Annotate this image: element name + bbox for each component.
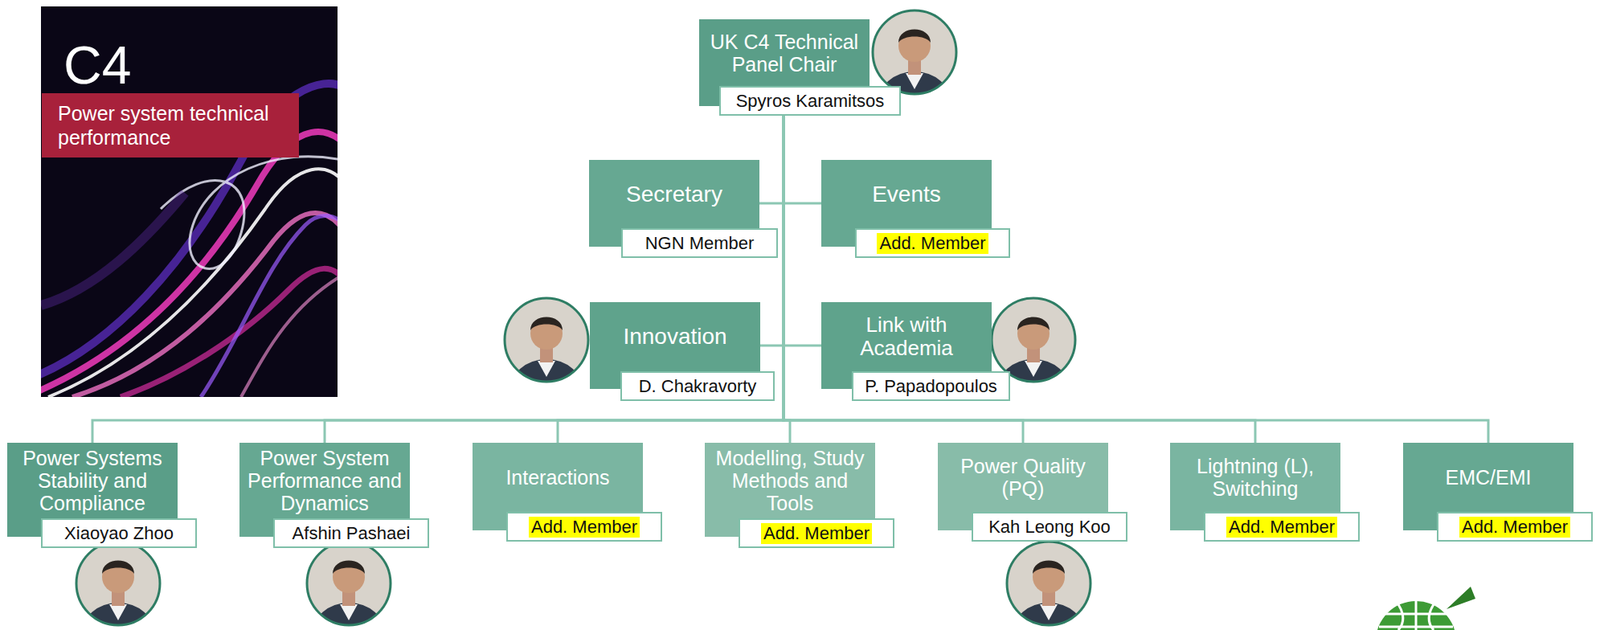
org-connector [324, 106, 784, 443]
role-title: Link with Academia [826, 313, 987, 361]
name-tag: NGN Member [621, 228, 778, 258]
name-tag: D. Chakravorty [620, 371, 775, 402]
org-connector [760, 106, 784, 346]
org-connector [783, 106, 1024, 443]
cover-title: Power system technical performance [57, 101, 291, 150]
light-streak [40, 131, 338, 394]
cover-artwork [40, 6, 338, 397]
portrait-photo [985, 291, 1082, 424]
role-title: Power System Performance and Dynamics [245, 446, 405, 515]
name-tag: Spyros Karamitsos [719, 85, 901, 116]
role-title: Innovation [595, 323, 755, 349]
name-tag: Kah Leong Koo [971, 511, 1128, 542]
member-name: Add. Member [1226, 516, 1338, 538]
portrait-photo [69, 535, 167, 630]
name-tag: Add. Member [1436, 511, 1593, 542]
member-name: Afshin Pashaei [290, 523, 414, 545]
report-cover: C4Power system technical performance [40, 6, 338, 397]
portrait-photo [498, 291, 595, 424]
name-tag: Xiaoyao Zhoo [40, 518, 197, 549]
role-title: Interactions [478, 466, 638, 489]
org-connector [557, 106, 784, 443]
member-name: D. Chakravorty [636, 376, 760, 397]
cover-heading: C4 [63, 38, 316, 92]
org-connector [759, 106, 784, 204]
member-name: Xiaoyao Zhoo [61, 523, 176, 545]
light-streak [241, 273, 338, 397]
role-title: EMC/EMI [1408, 466, 1568, 489]
org-connector [783, 106, 822, 346]
organisation-logo [1375, 586, 1476, 630]
portrait-photo [1000, 535, 1097, 630]
name-tag: Add. Member [855, 228, 1011, 258]
role-title: Power Systems Stability and Compliance [12, 446, 172, 515]
name-tag: Add. Member [738, 518, 895, 549]
role-title: Power Quality (PQ) [943, 454, 1103, 500]
member-name: Spyros Karamitsos [733, 90, 888, 112]
role-title: Events [826, 181, 987, 207]
role-title: Secretary [594, 181, 754, 207]
light-streak [40, 192, 185, 306]
role-title: Modelling, Study Methods and Tools [710, 446, 870, 515]
light-streak [120, 268, 338, 397]
member-name: Add. Member [528, 516, 640, 538]
member-name: NGN Member [642, 233, 758, 254]
role-title: Lightning (L), Switching [1175, 454, 1335, 500]
role-title: UK C4 Technical Panel Chair [704, 30, 864, 76]
name-tag: Add. Member [506, 511, 663, 542]
member-name: P. Papadopoulos [862, 376, 1000, 397]
light-streak [72, 212, 338, 397]
member-name: Kah Leong Koo [986, 516, 1114, 538]
member-name: Add. Member [876, 233, 988, 254]
cover-background [40, 6, 338, 397]
light-streak [160, 156, 338, 270]
member-name: Add. Member [1459, 516, 1571, 538]
light-streak [200, 215, 338, 397]
name-tag: P. Papadopoulos [851, 371, 1011, 402]
name-tag: Afshin Pashaei [273, 518, 430, 549]
org-connector [783, 106, 822, 204]
portrait-photo [866, 4, 963, 136]
org-connector [783, 106, 1489, 443]
member-name: Add. Member [761, 523, 872, 545]
cover-title-band: Power system technical performance [41, 93, 299, 158]
portrait-photo [300, 535, 397, 630]
name-tag: Add. Member [1203, 511, 1360, 542]
org-connector [783, 106, 1256, 443]
